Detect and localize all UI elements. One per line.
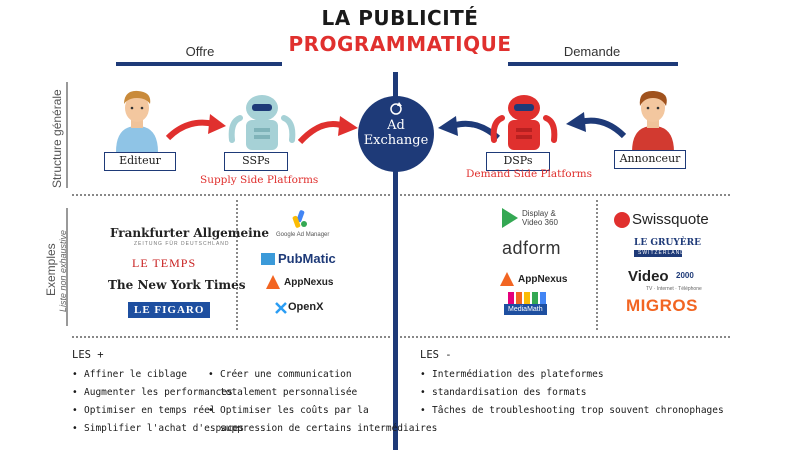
title-line-1: LA PUBLICITÉ bbox=[321, 6, 479, 30]
separator-bottom-left bbox=[72, 336, 390, 338]
pros-item: Augmenter les performances bbox=[72, 384, 244, 402]
pubmatic-icon bbox=[261, 253, 275, 265]
dsps-subtitle: Demand Side Platforms bbox=[466, 168, 592, 180]
pros-list-col-1: Affiner le ciblage Augmenter les perform… bbox=[72, 366, 244, 438]
logo-openx: OpenX bbox=[288, 301, 324, 313]
logo-video2000-number: 2000 bbox=[676, 271, 694, 280]
pros-item: Affiner le ciblage bbox=[72, 366, 244, 384]
separator-vertical-right bbox=[596, 200, 598, 330]
pros-item: Créer une communication bbox=[208, 366, 437, 384]
cons-list: Intermédiation des plateformes standardi… bbox=[420, 366, 724, 420]
separator-top-left bbox=[72, 194, 390, 196]
editeur-box: Editeur bbox=[104, 152, 176, 171]
logo-le-figaro: LE FIGARO bbox=[128, 302, 211, 318]
pros-title: LES + bbox=[72, 349, 104, 361]
structure-label: Structure générale bbox=[50, 89, 64, 188]
dv360-icon bbox=[502, 208, 518, 228]
cons-title: LES - bbox=[420, 349, 452, 361]
swissquote-icon bbox=[614, 212, 630, 228]
google-ad-manager-icon bbox=[292, 210, 307, 228]
column-bar-demande bbox=[508, 62, 678, 66]
logo-pubmatic: PubMatic bbox=[278, 251, 336, 266]
logo-adform: adform bbox=[502, 238, 562, 258]
logo-video2000-sub: TV · Internet · Téléphone bbox=[646, 286, 702, 292]
structure-side-bar bbox=[66, 82, 68, 188]
arrow-ssps-to-adx bbox=[298, 116, 358, 145]
logo-le-temps: LE TEMPS bbox=[132, 256, 197, 270]
logo-appnexus-ssp: AppNexus bbox=[284, 277, 334, 288]
cons-item: Intermédiation des plateformes bbox=[420, 366, 724, 384]
column-header-offre: Offre bbox=[185, 44, 215, 59]
center-divider bbox=[393, 72, 398, 450]
ad-exchange-line-1: Ad bbox=[387, 118, 405, 133]
logo-google-ad-manager: Google Ad Manager bbox=[276, 232, 330, 238]
pros-item-continued: suppression de certains intermédiaires bbox=[220, 423, 438, 434]
ad-exchange-circle: Ad Exchange bbox=[358, 96, 434, 172]
pros-list-col-2: Créer une communication totalement perso… bbox=[208, 366, 437, 438]
logo-dv360-line-1: Display & bbox=[522, 209, 556, 218]
logo-le-gruyere-sub: SWITZERLAND bbox=[638, 250, 685, 256]
examples-side-bar bbox=[66, 208, 68, 326]
cons-item: Tâches de troubleshooting trop souvent c… bbox=[420, 402, 724, 420]
gruyere-band bbox=[634, 250, 682, 257]
examples-note: Liste non exhaustive bbox=[58, 229, 68, 312]
logo-le-gruyere: LE GRUYÈRE bbox=[634, 238, 701, 248]
logo-swissquote: Swissquote bbox=[632, 211, 709, 228]
refresh-icon bbox=[390, 102, 402, 115]
ssp-robot-icon bbox=[228, 95, 296, 150]
pros-item-continued: totalement personnalisée bbox=[220, 387, 358, 398]
column-bar-offre bbox=[116, 62, 282, 66]
logo-frankfurter-allgemeine-sub: ZEITUNG FÜR DEUTSCHLAND bbox=[134, 241, 230, 247]
separator-top-right bbox=[400, 194, 730, 196]
openx-icon bbox=[275, 302, 287, 314]
separator-vertical-left bbox=[236, 200, 238, 330]
logo-appnexus-dsp: AppNexus bbox=[518, 274, 568, 285]
mediamath-stripes-icon bbox=[508, 292, 546, 304]
title-line-2: PROGRAMMATIQUE bbox=[288, 32, 512, 56]
pros-item: Simplifier l'achat d'espaces bbox=[72, 420, 244, 438]
cons-item: standardisation des formats bbox=[420, 384, 724, 402]
annonceur-person-icon bbox=[632, 90, 674, 152]
pros-item: Optimiser en temps réel bbox=[72, 402, 244, 420]
logo-mediamath: MediaMath bbox=[504, 304, 547, 315]
separator-bottom-right bbox=[400, 336, 730, 338]
pros-item: Optimiser les coûts par la bbox=[208, 402, 437, 420]
ssps-box: SSPs bbox=[224, 152, 288, 171]
logo-dv360-line-2: Video 360 bbox=[522, 218, 558, 227]
logo-frankfurter-allgemeine: Frankfurter Allgemeine bbox=[110, 226, 270, 240]
logo-migros: MIGROS bbox=[626, 296, 698, 315]
ssps-subtitle: Supply Side Platforms bbox=[200, 174, 319, 186]
editeur-person-icon bbox=[116, 90, 158, 152]
ad-exchange-line-2: Exchange bbox=[363, 133, 429, 148]
appnexus-icon bbox=[266, 275, 280, 289]
dsps-box: DSPs bbox=[486, 152, 550, 171]
dsp-robot-icon bbox=[490, 95, 558, 150]
logo-video2000: Video bbox=[628, 268, 669, 285]
arrow-annonceur-to-dsps bbox=[566, 112, 626, 139]
logo-new-york-times: The New York Times bbox=[108, 278, 246, 292]
column-header-demande: Demande bbox=[563, 44, 621, 59]
annonceur-box: Annonceur bbox=[614, 150, 686, 169]
examples-label: Exemples bbox=[44, 243, 58, 296]
arrow-editeur-to-ssps bbox=[166, 114, 226, 141]
appnexus-dsp-icon bbox=[500, 272, 514, 286]
